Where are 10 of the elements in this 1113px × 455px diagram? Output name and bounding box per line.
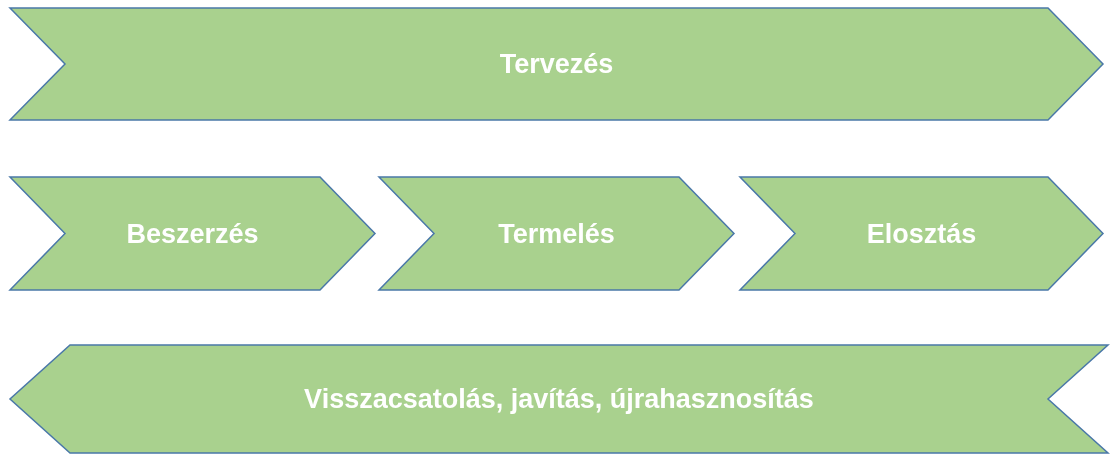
- stage-label: Beszerzés: [126, 218, 259, 249]
- process-step-box: [10, 177, 375, 290]
- process-step-box: [10, 345, 1108, 453]
- stage-label: Termelés: [498, 218, 615, 249]
- stage-label: Visszacsatolás, javítás, újrahasznosítás: [304, 383, 814, 415]
- process-step-box: [10, 8, 1103, 120]
- process-step-box: [740, 177, 1103, 290]
- stage-label: Tervezés: [499, 48, 614, 80]
- process-step-box: [379, 177, 734, 290]
- stage-label: Elosztás: [866, 218, 977, 249]
